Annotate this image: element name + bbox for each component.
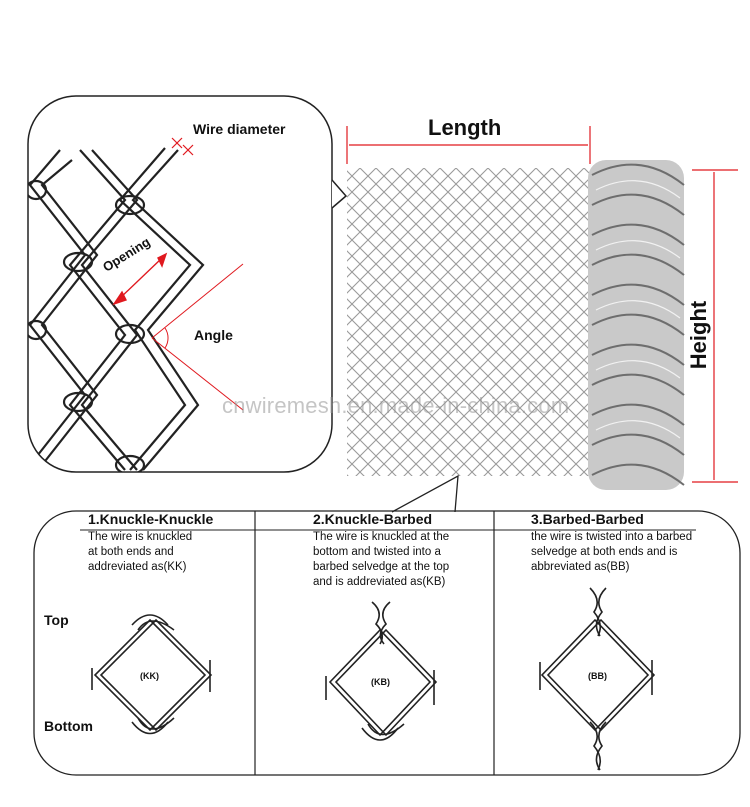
type-panel-kk: 1.Knuckle-Knuckle The wire is knuckled a… <box>88 511 253 777</box>
kk-code: (KK) <box>140 671 159 681</box>
zoomed-wire-links <box>28 147 205 472</box>
opening-arrow <box>112 252 168 306</box>
type-description: The wire is knuckled at the bottom and t… <box>313 531 450 588</box>
wire-diameter-marker <box>171 137 194 156</box>
length-dimension <box>346 126 591 164</box>
length-label: Length <box>428 115 502 140</box>
type-panel-bb: 3.Barbed-Barbed the wire is twisted into… <box>531 511 736 777</box>
height-label: Height <box>686 300 711 370</box>
height-dimension <box>692 169 738 483</box>
wire-diameter-label: Wire diameter <box>193 121 286 137</box>
type-description: the wire is twisted into a barbed selved… <box>531 531 693 573</box>
angle-marker <box>151 263 244 411</box>
bb-code: (BB) <box>588 671 607 681</box>
type-title: 2.Knuckle-Barbed <box>313 511 433 527</box>
type-panel-kb: 2.Knuckle-Barbed The wire is knuckled at… <box>313 511 493 777</box>
kb-diagram <box>325 601 438 741</box>
callout-pointer <box>331 179 348 209</box>
angle-label: Angle <box>194 327 233 343</box>
bb-diagram <box>539 587 656 771</box>
bottom-label: Bottom <box>44 718 93 734</box>
kk-diagram <box>91 614 213 735</box>
watermark: cnwiremesh.en.made-in-china.com <box>222 393 570 418</box>
types-frame <box>33 510 741 776</box>
kb-code: (KB) <box>371 677 390 687</box>
type-description: The wire is knuckled at both ends and ad… <box>88 531 193 573</box>
mesh-panel <box>347 168 592 476</box>
types-pointer <box>391 474 459 513</box>
top-label: Top <box>44 612 69 628</box>
type-title: 1.Knuckle-Knuckle <box>88 511 214 527</box>
type-title: 3.Barbed-Barbed <box>531 511 644 527</box>
mesh-roll <box>588 160 685 490</box>
